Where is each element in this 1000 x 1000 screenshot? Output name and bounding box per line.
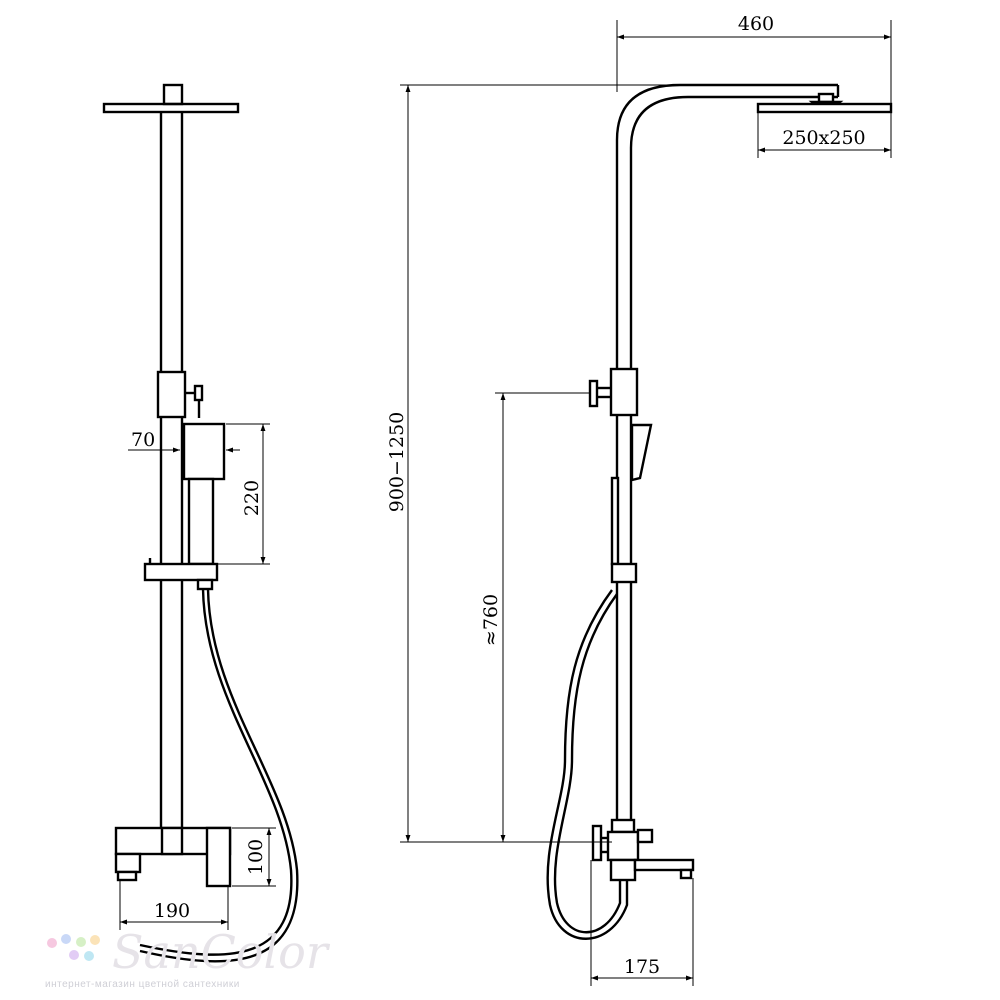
watermark-dot — [90, 935, 100, 945]
dim-190-label: 190 — [154, 900, 190, 922]
side-riser-outer — [615, 83, 838, 835]
side-mixer-body — [606, 830, 640, 862]
front-head-connector — [162, 83, 184, 106]
side-riser-inner — [629, 95, 838, 835]
front-handshower-head — [182, 422, 226, 481]
dim-100-label: 100 — [245, 839, 267, 875]
front-hose-inner — [139, 588, 299, 963]
dim-220-label: 220 — [241, 480, 263, 516]
watermark-dot — [76, 937, 86, 947]
dim-70-label: 70 — [131, 429, 155, 451]
side-diverter-knob — [588, 379, 599, 408]
front-hose-nut — [196, 578, 214, 591]
front-hose-outer — [139, 588, 293, 956]
side-mixer-bottom — [609, 858, 637, 882]
side-diverter-block — [609, 367, 639, 417]
side-hose-inner — [553, 593, 622, 934]
side-mixer-knob — [591, 824, 603, 862]
front-view: 70 220 100 190 — [102, 83, 299, 963]
side-spout — [633, 858, 695, 872]
side-view: 460 250x250 900−1250 ≈760 175 — [386, 13, 893, 986]
side-mixer-right-nub — [636, 828, 654, 844]
dim-height-label: 900−1250 — [386, 412, 408, 513]
side-slider-bracket — [610, 562, 638, 584]
side-spout-tip — [679, 868, 693, 880]
watermark-dot — [47, 938, 57, 948]
dim-head-label: 250x250 — [782, 127, 865, 149]
watermark: SanColor интернет-магазин цветной сантех… — [45, 925, 331, 990]
dim-175-label: 175 — [624, 956, 660, 978]
side-mixer-top-collar — [610, 818, 636, 834]
front-spout — [114, 852, 142, 874]
front-mixer-lever — [205, 826, 232, 888]
side-handshower-handle — [610, 476, 620, 566]
front-diverter-block — [156, 370, 187, 419]
side-hose-outer — [546, 589, 629, 940]
dim-760-label: ≈760 — [480, 594, 502, 646]
front-diverter-knob — [193, 384, 204, 402]
watermark-brand: SanColor — [112, 925, 331, 979]
front-slider-bracket — [143, 562, 219, 582]
dim-460-label: 460 — [738, 13, 774, 35]
front-mixer-collar — [160, 826, 184, 856]
watermark-dot — [84, 951, 94, 961]
side-head-plate — [756, 102, 893, 114]
front-handshower-handle — [187, 477, 215, 566]
watermark-tagline: интернет-магазин цветной сантехники — [45, 979, 240, 990]
side-handshower-head — [630, 423, 653, 482]
watermark-dot — [61, 934, 71, 944]
front-spout-aerator — [116, 870, 138, 882]
watermark-dot — [69, 950, 79, 960]
